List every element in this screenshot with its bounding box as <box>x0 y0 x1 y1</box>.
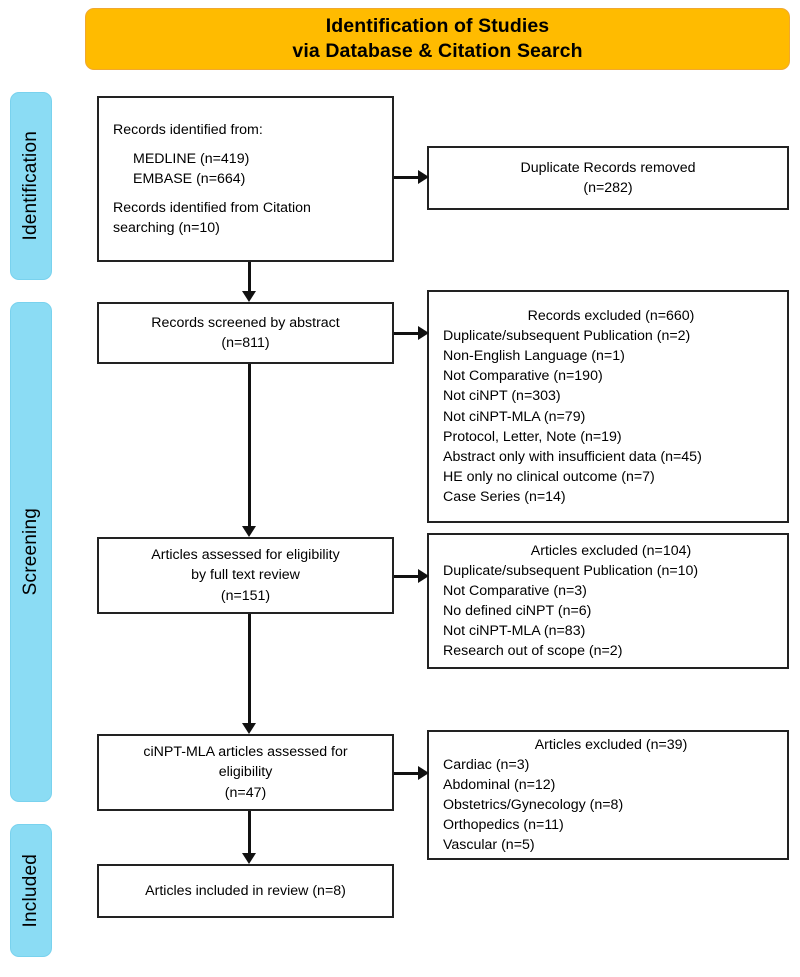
arrow-cinpt-to-excluded <box>394 766 429 780</box>
arrow-head <box>418 326 429 340</box>
cinpt-mla-assessed-line-3: (n=47) <box>224 784 267 801</box>
arrow-head <box>418 766 429 780</box>
arrow-shaft <box>394 175 420 179</box>
records-excluded-title: Records excluded (n=660) <box>527 307 695 324</box>
records-identified-heading: Records identified from: <box>113 121 263 138</box>
articles-excluded-mla-item: Obstetrics/Gynecology (n=8) <box>443 797 624 813</box>
arrow-shaft <box>247 811 251 854</box>
records-screened-line-1: Records screened by abstract <box>151 314 340 331</box>
arrow-head <box>418 569 429 583</box>
cinpt-mla-assessed-line-2: eligibility <box>218 764 273 781</box>
spacer <box>113 189 384 198</box>
arrow-screened-to-fulltext <box>235 364 263 537</box>
box-duplicate-records-removed: Duplicate Records removed (n=282) <box>427 146 789 210</box>
records-identified-citation-line-1: Records identified from Citation <box>113 200 311 217</box>
records-identified-source-medline: MEDLINE (n=419) <box>133 150 250 167</box>
stage-label-screening-text: Screening <box>20 508 41 596</box>
articles-excluded-fulltext-item: Research out of scope (n=2) <box>443 643 623 660</box>
articles-included-line-1: Articles included in review (n=8) <box>145 882 346 899</box>
records-identified-source-embase: EMBASE (n=664) <box>133 170 246 187</box>
arrow-shaft <box>394 771 420 775</box>
arrow-identified-to-duplicates <box>394 170 429 184</box>
box-records-screened: Records screened by abstract (n=811) <box>97 302 394 364</box>
articles-excluded-mla-item: Orthopedics (n=11) <box>443 817 564 834</box>
articles-excluded-mla-item: Vascular (n=5) <box>443 837 535 854</box>
diagram-title-line-2: via Database & Citation Search <box>292 40 583 62</box>
articles-excluded-fulltext-item: Duplicate/subsequent Publication (n=10) <box>443 562 699 579</box>
arrow-identified-to-screened <box>235 262 263 302</box>
articles-excluded-mla-item: Cardiac (n=3) <box>443 756 530 773</box>
arrow-shaft <box>394 331 420 335</box>
stage-label-identification: Identification <box>10 92 52 280</box>
duplicates-removed-line-1: Duplicate Records removed <box>520 159 696 176</box>
records-excluded-item: Protocol, Letter, Note (n=19) <box>443 428 622 445</box>
arrow-shaft <box>247 614 251 724</box>
spacer <box>113 140 384 149</box>
articles-excluded-fulltext-item: Not ciNPT-MLA (n=83) <box>443 623 586 640</box>
records-excluded-item: Abstract only with insufficient data (n=… <box>443 448 702 465</box>
records-excluded-item: Duplicate/subsequent Publication (n=2) <box>443 327 691 344</box>
records-excluded-item: Not ciNPT-MLA (n=79) <box>443 408 586 425</box>
articles-excluded-mla-title: Articles excluded (n=39) <box>534 736 688 753</box>
articles-excluded-fulltext-title: Articles excluded (n=104) <box>530 542 692 559</box>
articles-excluded-fulltext-item: Not Comparative (n=3) <box>443 582 587 599</box>
records-excluded-item: Non-English Language (n=1) <box>443 348 625 365</box>
box-articles-excluded-mla: Articles excluded (n=39) Cardiac (n=3) A… <box>427 730 789 860</box>
arrow-head <box>242 291 256 302</box>
articles-assessed-line-3: (n=151) <box>220 587 271 604</box>
articles-excluded-fulltext-item: No defined ciNPT (n=6) <box>443 603 592 619</box>
articles-assessed-line-2: by full text review <box>191 567 300 584</box>
box-records-excluded-abstract: Records excluded (n=660) Duplicate/subse… <box>427 290 789 523</box>
cinpt-mla-assessed-line-1: ciNPT-MLA articles assessed for <box>143 744 348 761</box>
arrow-shaft <box>247 262 251 292</box>
records-excluded-item: Not ciNPT (n=303) <box>443 388 561 405</box>
box-cinpt-mla-articles-assessed: ciNPT-MLA articles assessed for eligibil… <box>97 734 394 811</box>
records-excluded-item: Not Comparative (n=190) <box>443 368 603 385</box>
stage-label-screening: Screening <box>10 302 52 802</box>
arrow-head <box>418 170 429 184</box>
articles-excluded-mla-item: Abdominal (n=12) <box>443 776 556 793</box>
stage-label-included-text: Included <box>20 853 41 928</box>
records-screened-line-2: (n=811) <box>221 335 270 351</box>
arrow-fulltext-to-cinpt <box>235 614 263 734</box>
arrow-head <box>242 853 256 864</box>
records-identified-citation-line-2: searching (n=10) <box>113 220 220 237</box>
arrow-shaft <box>247 364 251 527</box>
arrow-screened-to-excluded <box>394 326 429 340</box>
arrow-head <box>242 723 256 734</box>
records-excluded-item: Case Series (n=14) <box>443 489 566 506</box>
records-excluded-item: HE only no clinical outcome (n=7) <box>443 468 655 485</box>
arrow-cinpt-to-included <box>235 811 263 864</box>
diagram-title-banner: Identification of Studies via Database &… <box>85 8 790 70</box>
arrow-fulltext-to-excluded <box>394 569 429 583</box>
box-articles-excluded-fulltext: Articles excluded (n=104) Duplicate/subs… <box>427 533 789 669</box>
articles-assessed-line-1: Articles assessed for eligibility <box>151 547 340 564</box>
arrow-head <box>242 526 256 537</box>
diagram-title-line-1: Identification of Studies <box>325 15 550 38</box>
box-articles-assessed-fulltext: Articles assessed for eligibility by ful… <box>97 537 394 614</box>
stage-label-identification-text: Identification <box>20 131 41 241</box>
stage-label-included: Included <box>10 824 52 957</box>
arrow-shaft <box>394 574 420 578</box>
box-records-identified: Records identified from: MEDLINE (n=419)… <box>97 96 394 262</box>
box-articles-included: Articles included in review (n=8) <box>97 864 394 918</box>
duplicates-removed-line-2: (n=282) <box>583 180 633 196</box>
